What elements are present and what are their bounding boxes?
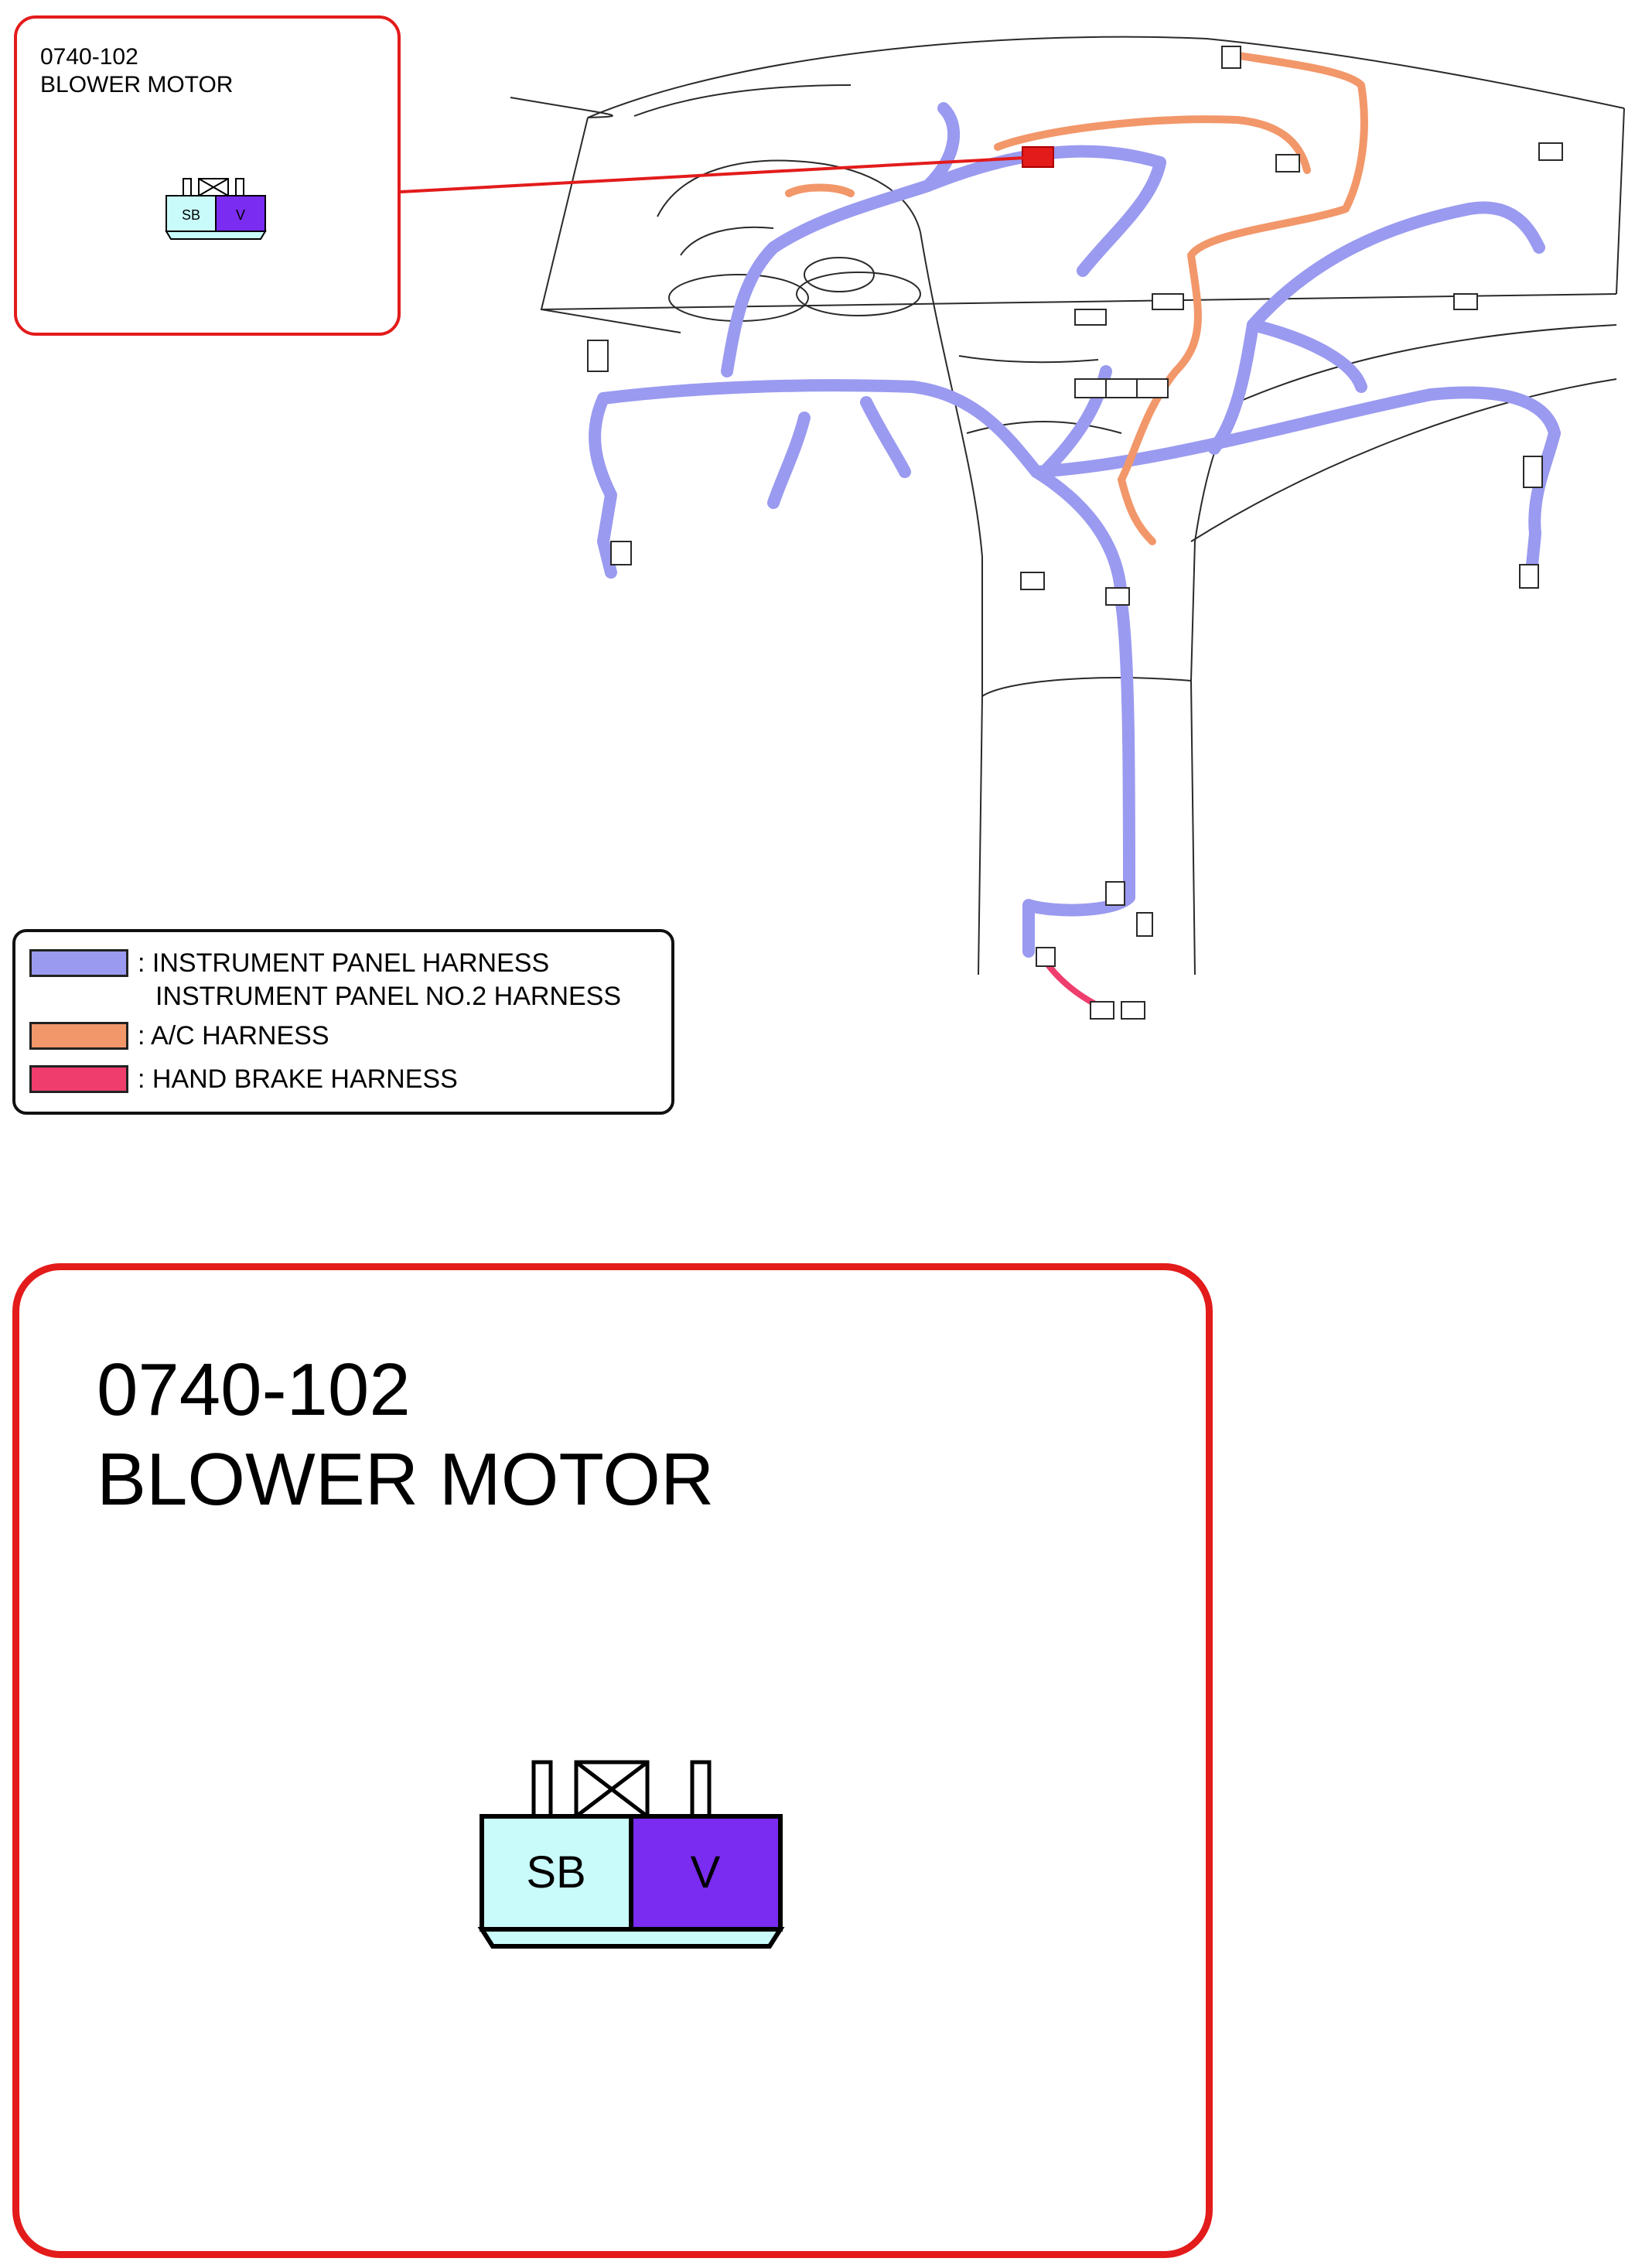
legend-label: : HAND BRAKE HARNESS — [138, 1064, 458, 1094]
small-pin-sb: SB — [182, 207, 200, 223]
legend-label-cont: INSTRUMENT PANEL NO.2 HARNESS — [155, 982, 622, 1011]
legend-item-hand-brake: : HAND BRAKE HARNESS — [29, 1064, 458, 1095]
connector-icon: SB V — [477, 1760, 785, 1949]
connector-icon-small: SB V — [165, 178, 267, 240]
legend-swatch-instrument-panel — [29, 949, 128, 977]
pin-sb-label: SB — [526, 1847, 585, 1898]
small-part-number: 0740-102 — [40, 44, 138, 70]
pin-sb — [480, 1814, 633, 1932]
lock-x-icon — [574, 1760, 650, 1819]
pin-v — [629, 1814, 783, 1932]
lock-x-icon — [198, 178, 229, 196]
part-name: BLOWER MOTOR — [97, 1438, 715, 1521]
legend-swatch-hand-brake — [29, 1065, 128, 1093]
center-console — [920, 231, 1238, 698]
part-number: 0740-102 — [97, 1348, 411, 1431]
blower-motor-location — [1022, 146, 1054, 168]
callout-small: 0740-102 BLOWER MOTOR SB V — [14, 15, 401, 336]
legend-item-instrument-panel: : INSTRUMENT PANEL HARNESS — [29, 948, 549, 979]
legend-item-ac: : A/C HARNESS — [29, 1020, 329, 1051]
callout-large: 0740-102 BLOWER MOTOR SB V — [12, 1263, 1213, 2258]
small-pin-v: V — [236, 207, 245, 223]
legend-swatch-ac — [29, 1022, 128, 1050]
small-part-name: BLOWER MOTOR — [40, 72, 234, 97]
legend-label: : INSTRUMENT PANEL HARNESS — [138, 948, 550, 978]
legend-label: : A/C HARNESS — [138, 1020, 329, 1051]
leader-line — [400, 156, 1026, 193]
legend: : INSTRUMENT PANEL HARNESS INSTRUMENT PA… — [12, 929, 674, 1115]
ac-harness — [1118, 50, 1368, 545]
dashboard-outline — [510, 36, 1625, 118]
pin-v-label: V — [691, 1847, 721, 1898]
harness-diagram — [400, 36, 1625, 1020]
